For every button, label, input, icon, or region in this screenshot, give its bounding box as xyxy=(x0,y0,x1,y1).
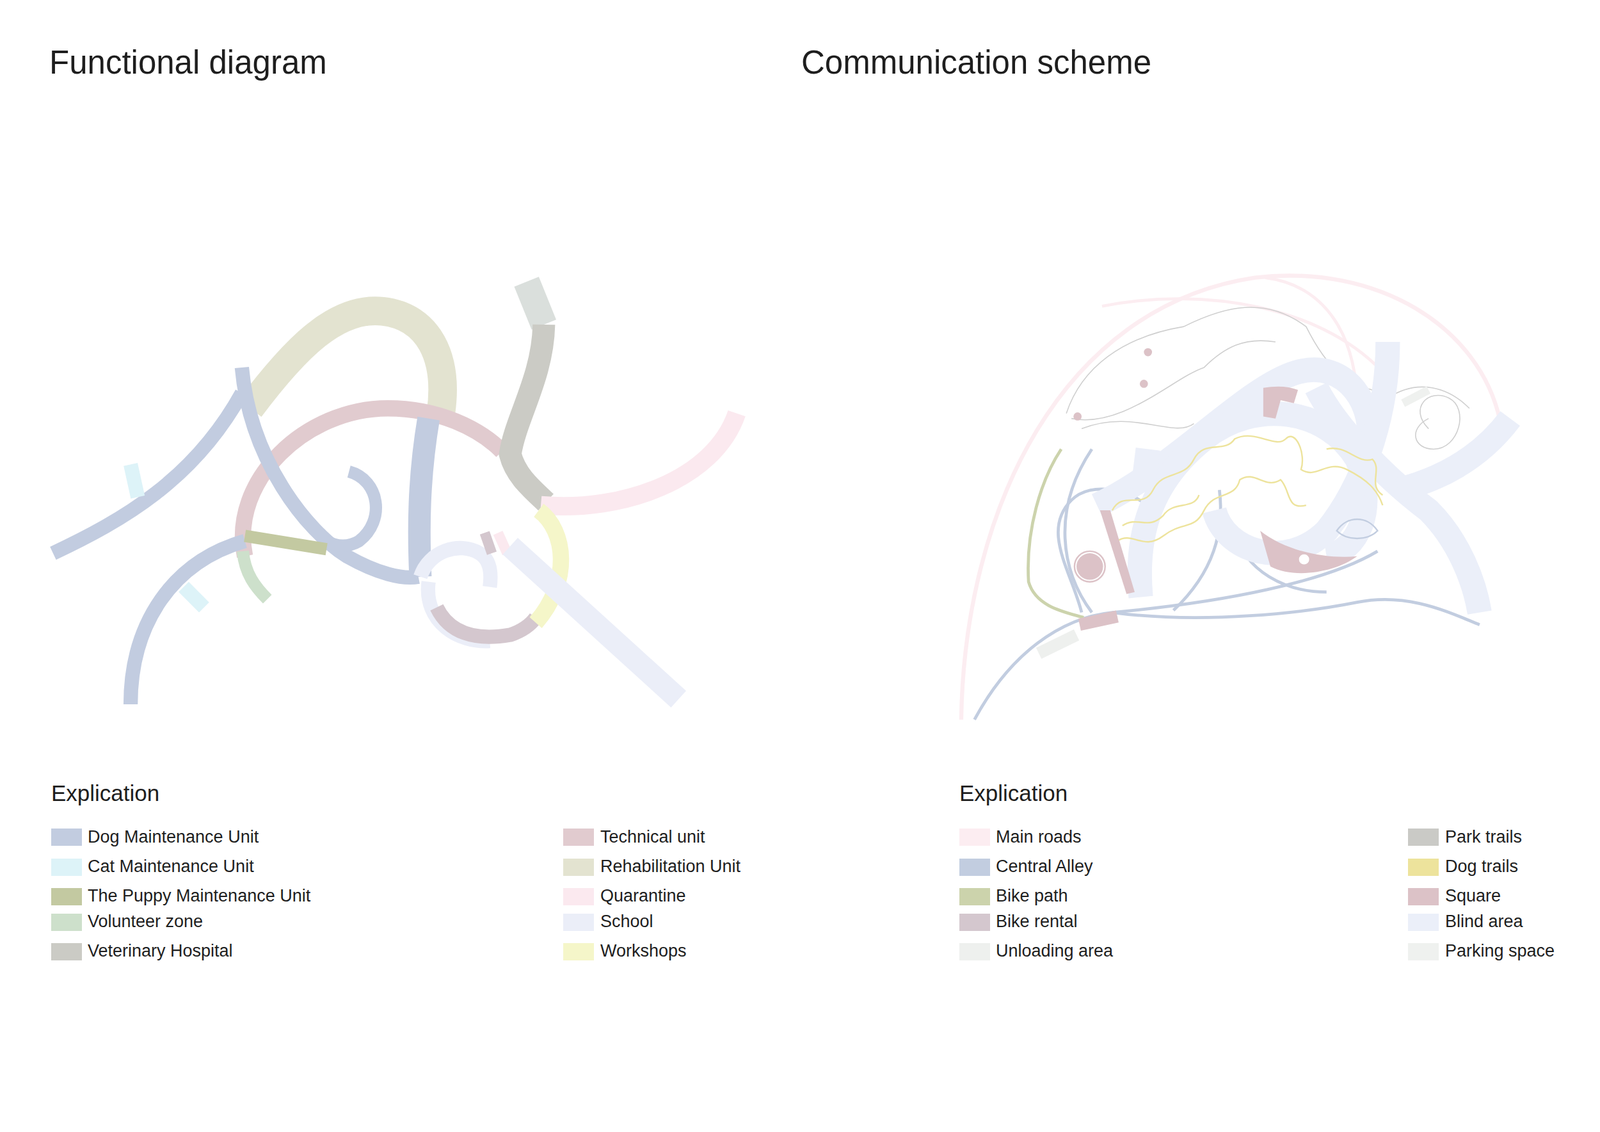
legend-swatch xyxy=(1408,942,1439,960)
legend-swatch xyxy=(1408,887,1439,905)
legend-swatch xyxy=(563,887,594,905)
legend-text: Main roads xyxy=(995,826,1082,847)
legend-text: Quarantine xyxy=(600,885,687,906)
legend-swatch xyxy=(51,858,82,876)
legend-text: Veterinary Hospital xyxy=(87,940,233,961)
legend-swatch xyxy=(1408,858,1439,876)
legend-swatch xyxy=(563,858,594,876)
legend-text: Blind area xyxy=(1445,911,1524,932)
legend-text: The Puppy Maintenance Unit xyxy=(87,885,311,906)
communication-scheme xyxy=(961,275,1511,719)
legend-text: Rehabilitation Unit xyxy=(600,856,741,877)
legend-text: Dog trails xyxy=(1445,856,1519,877)
legend-text: Volunteer zone xyxy=(87,911,203,932)
legend-heading: Explication xyxy=(51,780,160,806)
functional-bands xyxy=(53,281,737,704)
diagram-title: Functional diagram xyxy=(49,44,328,82)
legend-swatch xyxy=(563,942,594,960)
legend-swatch xyxy=(959,887,991,905)
legend-swatch xyxy=(51,887,82,905)
legend-swatch xyxy=(959,858,991,876)
legend-text: Park trails xyxy=(1445,826,1522,847)
legend-swatch xyxy=(563,913,594,931)
legend-swatch xyxy=(959,828,991,846)
legend-text: Dog Maintenance Unit xyxy=(87,826,259,847)
legend-text: Unloading area xyxy=(995,940,1113,961)
legend-text: Bike path xyxy=(995,885,1069,906)
legend-text: School xyxy=(600,911,654,932)
section-title: Communication scheme xyxy=(801,44,1152,82)
legend-swatch xyxy=(51,913,82,931)
legend-swatch xyxy=(959,913,991,931)
legend-heading: Explication xyxy=(959,780,1068,806)
legend-text: Cat Maintenance Unit xyxy=(87,856,255,877)
legend-swatch xyxy=(959,942,991,960)
legend-swatch xyxy=(1408,828,1439,846)
legend-swatch xyxy=(51,828,82,846)
legend-text: Bike rental xyxy=(995,911,1078,932)
legend-swatch xyxy=(51,942,82,960)
legend-text: Square xyxy=(1445,885,1501,906)
legend-text: Technical unit xyxy=(600,826,706,847)
legend-text: Central Alley xyxy=(995,856,1094,877)
legend-swatch xyxy=(1408,913,1439,931)
legend-swatch xyxy=(563,828,594,846)
legend-text: Workshops xyxy=(600,940,687,961)
legend-text: Parking space xyxy=(1445,940,1555,961)
